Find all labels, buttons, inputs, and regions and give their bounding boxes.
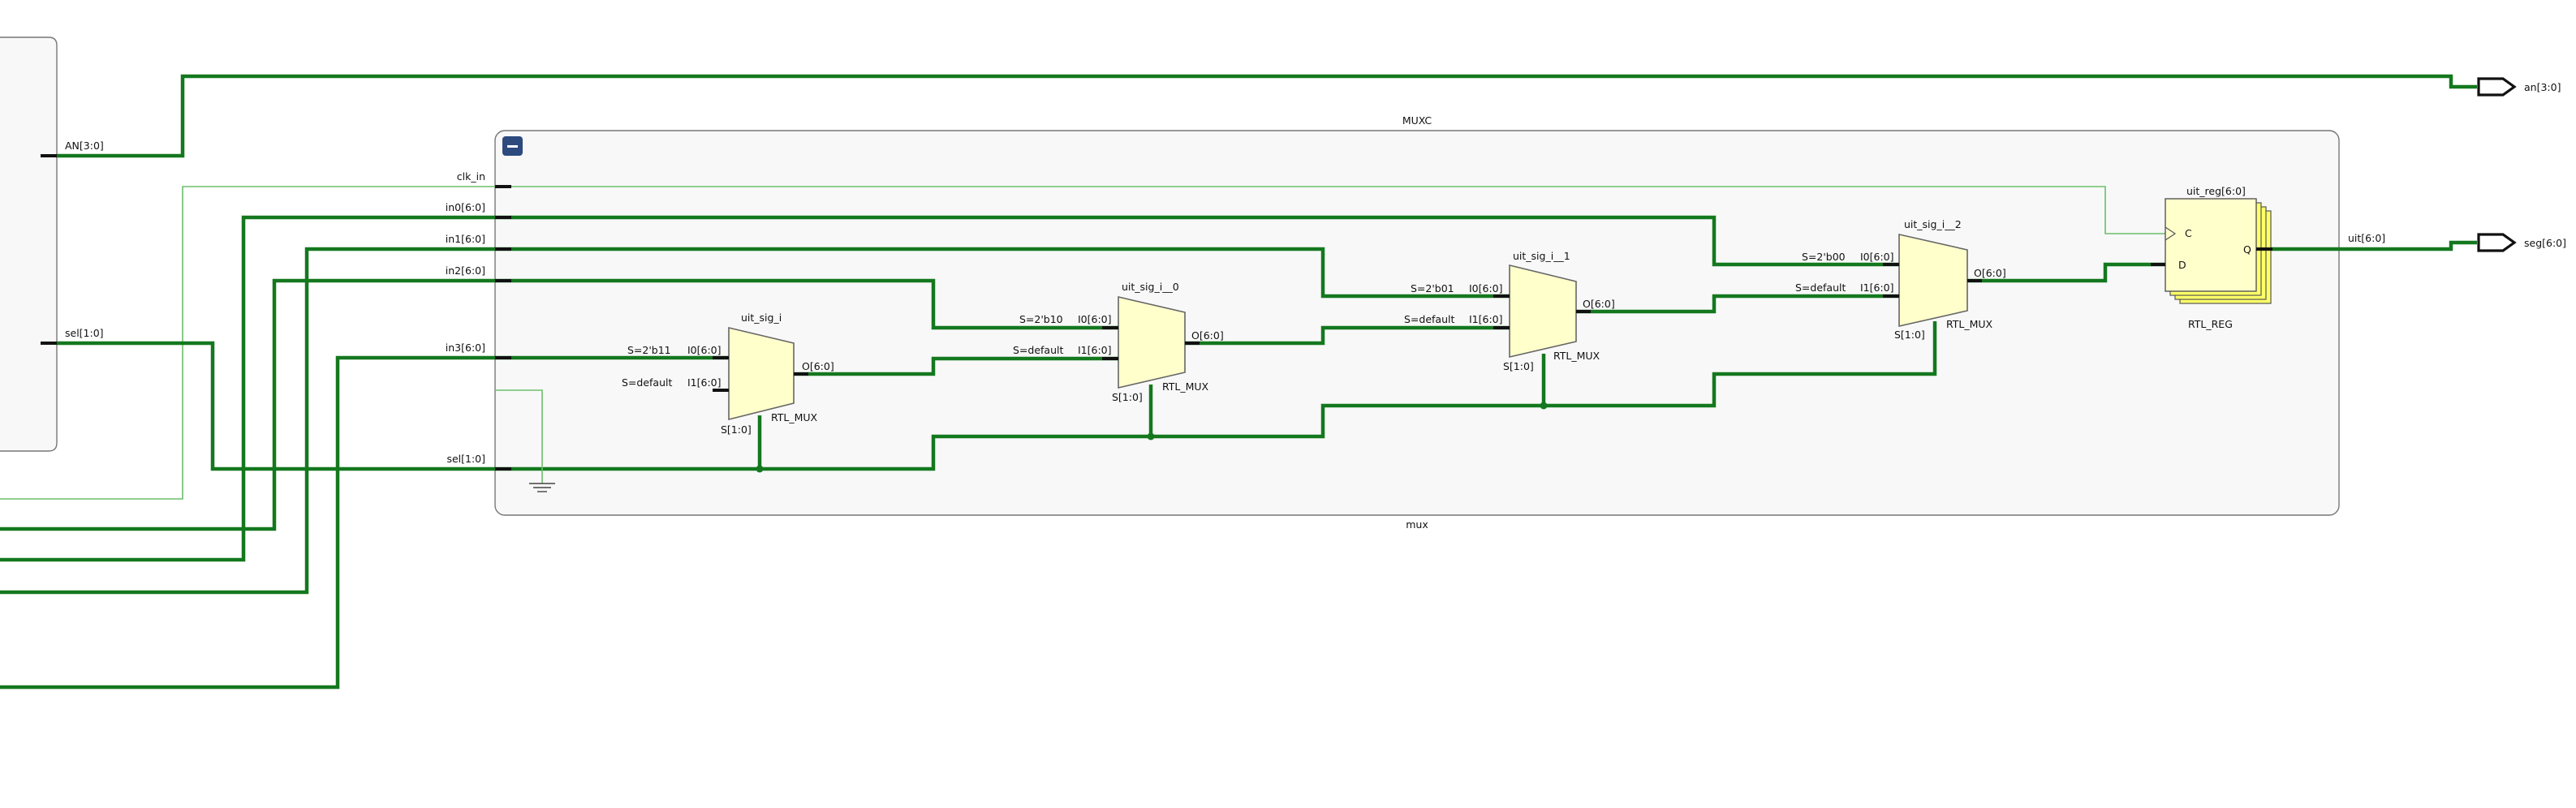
mux-instance-label: uit_sig_i__1 — [1513, 250, 1570, 262]
mux-symbol — [1509, 264, 1577, 359]
mux-instance-label: uit_sig_i — [741, 312, 782, 324]
output-port-an-label: an[3:0] — [2524, 81, 2561, 93]
net-mux1-out[interactable] — [1185, 325, 1510, 346]
mux-select-value-i1: S=default — [1795, 282, 1846, 294]
mux-pin-i1-label: I1[6:0] — [1860, 282, 1894, 294]
net-an[interactable] — [57, 74, 2477, 158]
net-in3[interactable] — [0, 355, 729, 690]
muxc-instance-name: mux — [1406, 518, 1428, 531]
mux-pin-o-label: O[6:0] — [802, 360, 834, 372]
net-junction — [1147, 432, 1155, 441]
mux-pin-o-label: O[6:0] — [1191, 329, 1224, 342]
net-junction — [1540, 402, 1548, 410]
clock-triangle-icon — [2165, 226, 2177, 241]
mux-type-label: RTL_MUX — [771, 411, 818, 423]
mux-pin-o-label: O[6:0] — [1974, 267, 2006, 279]
register-pin-d-label: D — [2178, 259, 2186, 271]
register-pin-c-label: C — [2185, 227, 2192, 239]
net-junction — [756, 465, 764, 473]
mux-symbol — [1898, 233, 1968, 328]
register-symbol — [2165, 198, 2257, 292]
mux-pin-i1-label: I1[6:0] — [687, 376, 722, 389]
mux-select-value-i1: S=default — [622, 376, 672, 389]
output-port-icon — [2477, 77, 2517, 97]
mux-pin-i0-label: I0[6:0] — [1860, 251, 1894, 263]
register-type-label: RTL_REG — [2188, 318, 2233, 330]
output-port-seg[interactable]: seg[6:0] — [2477, 233, 2566, 252]
net-default-ground — [495, 389, 543, 484]
mux-uit-sig-i-2[interactable]: uit_sig_i__2 S=2'b00 I0[6:0] S=default I… — [1795, 218, 2006, 341]
net-mux2-out[interactable] — [1576, 294, 1899, 314]
net-uit-label: uit[6:0] — [2348, 232, 2385, 244]
register-instance-label: uit_reg[6:0] — [2186, 185, 2246, 197]
net-sel[interactable] — [57, 321, 1937, 471]
mux-pin-i0-label: I0[6:0] — [687, 344, 722, 356]
mux-symbol — [1118, 295, 1186, 389]
muxc-block[interactable]: MUXC mux — [494, 114, 2340, 531]
mux-type-label: RTL_MUX — [1553, 350, 1600, 362]
net-mux0-out[interactable] — [794, 356, 1118, 376]
mux-uit-sig-i-1[interactable]: uit_sig_i__1 S=2'b01 I0[6:0] S=default I… — [1404, 250, 1615, 372]
left-block[interactable]: AN[3:0] sel[1:0] — [0, 37, 104, 452]
port-in3-label: in3[6:0] — [446, 342, 485, 354]
minus-icon — [507, 145, 518, 148]
ground-icon — [529, 483, 555, 492]
mux-pin-s-label: S[1:0] — [1894, 329, 1925, 341]
output-port-seg-label: seg[6:0] — [2524, 237, 2566, 249]
mux-select-value-i1: S=default — [1404, 313, 1454, 325]
mux-pin-i1-label: I1[6:0] — [1078, 344, 1112, 356]
mux-pin-i0-label: I0[6:0] — [1469, 282, 1503, 294]
output-port-an[interactable]: an[3:0] — [2477, 77, 2561, 97]
mux-pin-i0-label: I0[6:0] — [1078, 313, 1112, 325]
net-mux3-out[interactable] — [1967, 262, 2169, 283]
mux-type-label: RTL_MUX — [1946, 318, 1993, 330]
mux-pin-s-label: S[1:0] — [721, 423, 752, 436]
mux-select-value-i1: S=default — [1013, 344, 1063, 356]
mux-pin-i1-label: I1[6:0] — [1469, 313, 1503, 325]
port-in1-label: in1[6:0] — [446, 233, 485, 245]
mux-pin-s-label: S[1:0] — [1503, 360, 1534, 372]
output-port-icon — [2477, 233, 2517, 252]
muxc-ports: clk_in in0[6:0] in1[6:0] in2[6:0] in3[6:… — [446, 170, 511, 471]
collapse-button[interactable] — [502, 136, 523, 156]
mux-instance-label: uit_sig_i__2 — [1904, 218, 1962, 230]
port-sel-label: sel[1:0] — [446, 453, 485, 465]
port-in0-label: in0[6:0] — [446, 201, 485, 213]
net-uit[interactable] — [2268, 240, 2477, 251]
mux-uit-sig-i-0[interactable]: uit_sig_i__0 S=2'b10 I0[6:0] S=default I… — [1013, 281, 1224, 403]
nets — [0, 74, 2477, 690]
mux-select-value-i0: S=2'b11 — [627, 344, 671, 356]
left-block-pin-sel-label: sel[1:0] — [65, 327, 104, 339]
net-in1[interactable] — [0, 247, 1510, 595]
mux-pin-s-label: S[1:0] — [1112, 391, 1143, 403]
port-clk-in-label: clk_in — [457, 170, 485, 183]
mux-select-value-i0: S=2'b10 — [1019, 313, 1063, 325]
mux-pin-o-label: O[6:0] — [1583, 298, 1615, 310]
net-in2[interactable] — [0, 278, 1118, 531]
mux-instance-label: uit_sig_i__0 — [1122, 281, 1179, 293]
mux-select-value-i0: S=2'b00 — [1802, 251, 1846, 263]
port-in2-label: in2[6:0] — [446, 264, 485, 277]
muxc-cell-name: MUXC — [1402, 114, 1432, 127]
mux-uit-sig-i[interactable]: uit_sig_i S=2'b11 I0[6:0] S=default I1[6… — [622, 312, 834, 436]
mux-symbol — [728, 326, 795, 421]
net-clk[interactable] — [0, 186, 2169, 500]
left-block-pin-an-label: AN[3:0] — [65, 140, 104, 152]
net-in0[interactable] — [0, 215, 1899, 562]
register-uit-reg[interactable]: C D Q uit_reg[6:0] RTL_REG — [2151, 185, 2272, 330]
mux-select-value-i0: S=2'b01 — [1411, 282, 1454, 294]
register-pin-q-label: Q — [2243, 243, 2251, 256]
mux-type-label: RTL_MUX — [1162, 380, 1209, 393]
